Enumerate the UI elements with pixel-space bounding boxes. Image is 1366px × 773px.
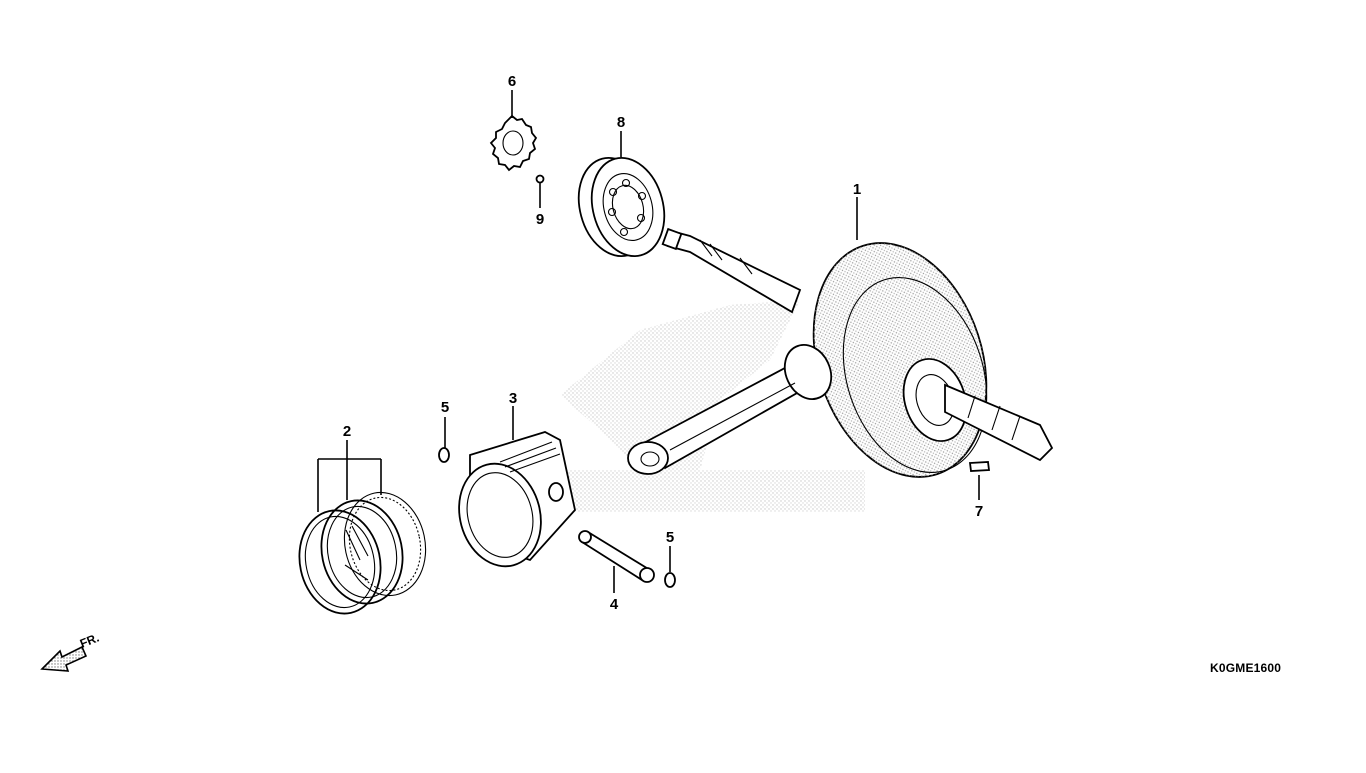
piston-ring-set xyxy=(298,491,427,615)
woodruff-key xyxy=(968,461,991,472)
callout-7: 7 xyxy=(975,503,983,520)
arrow-left-icon xyxy=(40,645,88,672)
leader-lines xyxy=(317,90,980,593)
front-direction-indicator: FR. xyxy=(40,631,101,672)
callout-6: 6 xyxy=(508,73,516,90)
small-pin xyxy=(535,174,545,184)
callout-8: 8 xyxy=(617,114,625,131)
callout-1: 1 xyxy=(853,181,861,198)
crankshaft-assembly xyxy=(627,227,1054,478)
diagram-code: K0GME1600 xyxy=(1210,661,1282,675)
cam-chain-sprocket xyxy=(489,114,538,172)
callout-2: 2 xyxy=(343,423,351,440)
pin-clip-upper xyxy=(438,447,450,463)
callout-5-lower: 5 xyxy=(666,529,674,546)
callout-9: 9 xyxy=(536,211,544,228)
watermark-logo xyxy=(545,300,865,512)
callout-5-upper: 5 xyxy=(441,399,449,416)
piston-pin xyxy=(578,530,655,583)
callout-3: 3 xyxy=(509,390,517,407)
pin-clip-lower xyxy=(664,572,676,588)
callout-4: 4 xyxy=(610,596,619,613)
callout-numbers: 1 2 3 4 5 5 6 7 8 9 xyxy=(343,73,983,613)
front-label: FR. xyxy=(78,631,101,651)
piston xyxy=(458,431,576,568)
radial-ball-bearing xyxy=(577,156,666,258)
